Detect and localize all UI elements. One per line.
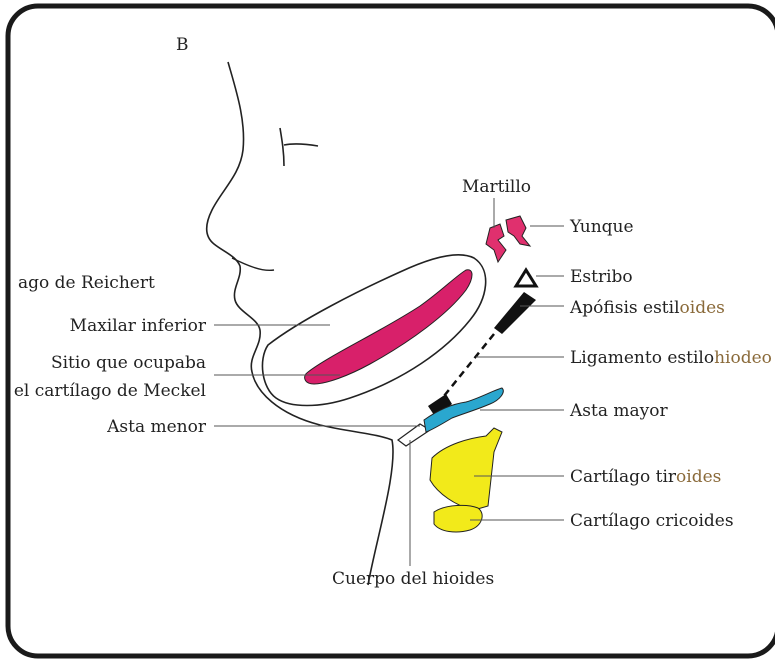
label-cricoides: Cartílago cricoides (570, 511, 734, 531)
label-martillo: Martillo (462, 177, 531, 197)
label-ligamento-b: hiodeo (714, 348, 772, 368)
panel-letter: B (176, 35, 189, 55)
label-yunque: Yunque (569, 217, 634, 237)
cricoid-cartilage (434, 505, 482, 532)
label-sitio-line1: Sitio que ocupaba (51, 353, 206, 373)
label-asta-menor: Asta menor (106, 417, 207, 437)
label-sitio-line2: el cartílago de Meckel (14, 381, 206, 401)
label-asta-mayor: Asta mayor (569, 401, 668, 421)
label-ligamento-a: Ligamento estilo (570, 348, 714, 368)
label-estribo: Estribo (570, 267, 633, 287)
label-maxilar: Maxilar inferior (70, 316, 207, 336)
label-tiroides: Cartílago tiroides (570, 467, 721, 487)
label-ligamento: Ligamento estilohiodeo (570, 348, 772, 368)
label-apofisis: Apófisis estiloides (569, 298, 725, 318)
label-apofisis-a: Apófisis estil (569, 298, 680, 318)
label-apofisis-b: oides (680, 298, 725, 318)
label-reichert: ago de Reichert (18, 273, 155, 293)
label-tiroides-a: Cartílago tir (570, 467, 677, 487)
label-cuerpo: Cuerpo del hioides (332, 569, 494, 589)
label-tiroides-b: oides (676, 467, 721, 487)
